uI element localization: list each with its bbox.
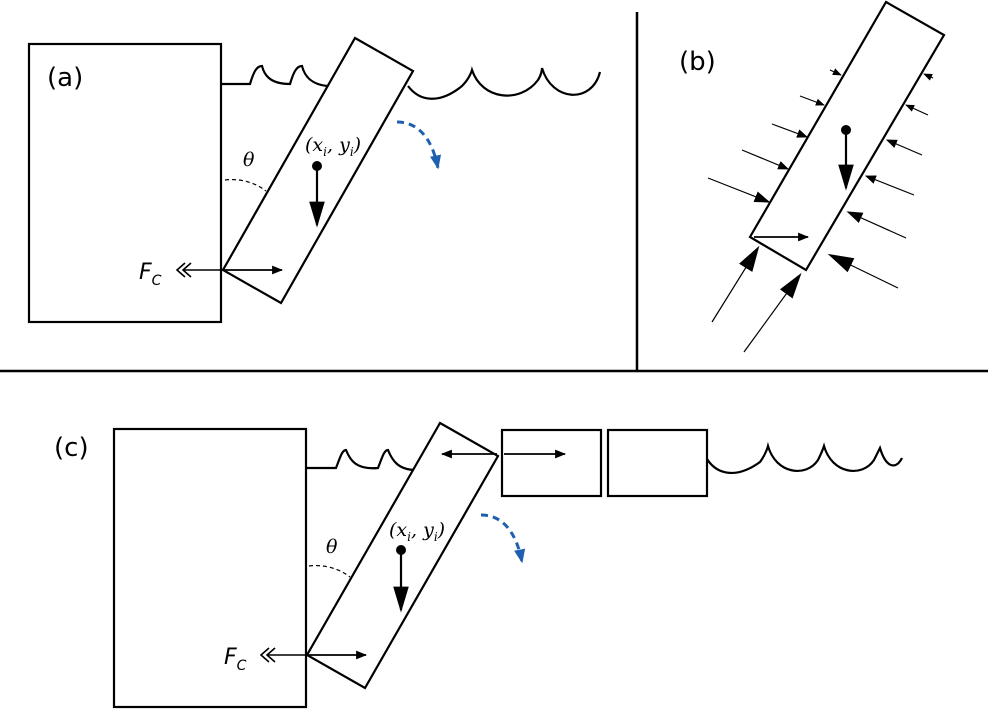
contact-force-label-a: FC bbox=[139, 260, 162, 289]
pressure-arrow-left-5 bbox=[707, 177, 771, 203]
contact-force-label-c: FC bbox=[224, 645, 247, 674]
pressure-arrow-left-4 bbox=[741, 149, 790, 170]
ship-hull-a bbox=[27, 42, 223, 324]
water-surface-a-right bbox=[407, 66, 602, 100]
pressure-arrow-left-3 bbox=[771, 123, 809, 138]
coordinate-label-a: (xi, yi) bbox=[305, 134, 361, 159]
panel-label-c: (c) bbox=[54, 433, 89, 463]
pressure-arrow-right-2 bbox=[905, 104, 929, 116]
water-surface-c-right bbox=[706, 441, 903, 475]
pressure-arrow-right-6 bbox=[827, 253, 899, 289]
pressure-arrow-left-1 bbox=[829, 68, 842, 76]
pressure-arrow-right-1 bbox=[923, 73, 934, 81]
panel-a: θ (xi, yi) FC (a) bbox=[27, 36, 602, 324]
ship-hull-c bbox=[112, 427, 308, 709]
theta-label-c: θ bbox=[326, 536, 338, 558]
panel-label-a: (a) bbox=[47, 63, 83, 93]
rotation-arrow-a bbox=[396, 120, 442, 170]
pressure-arrow-bottom-2 bbox=[743, 272, 802, 353]
pressure-arrow-bottom-1 bbox=[711, 245, 760, 323]
panel-b: (b) bbox=[679, 0, 946, 353]
ice-block-c-1 bbox=[500, 428, 603, 498]
ice-block-c-2 bbox=[606, 428, 709, 498]
rotation-arrow-c bbox=[480, 513, 526, 564]
pressure-arrow-right-4 bbox=[864, 175, 915, 196]
pressure-arrow-left-2 bbox=[799, 95, 825, 106]
ice-floe-c bbox=[305, 421, 500, 690]
water-surface-a-left bbox=[221, 64, 328, 88]
water-surface-c-left bbox=[306, 448, 417, 472]
theta-arc-c bbox=[308, 564, 351, 578]
panel-label-b: (b) bbox=[679, 47, 716, 77]
theta-arc-a bbox=[224, 178, 267, 192]
coordinate-label-c: (xi, yi) bbox=[389, 519, 445, 544]
panel-c: (c) θ (xi, yi) FC bbox=[54, 421, 903, 709]
pressure-arrow-right-5 bbox=[846, 211, 907, 239]
pressure-arrow-right-3 bbox=[885, 139, 923, 156]
contact-force-double-arrow-c bbox=[259, 647, 276, 663]
theta-label-a: θ bbox=[243, 149, 255, 171]
contact-force-double-arrow-a bbox=[175, 262, 192, 278]
